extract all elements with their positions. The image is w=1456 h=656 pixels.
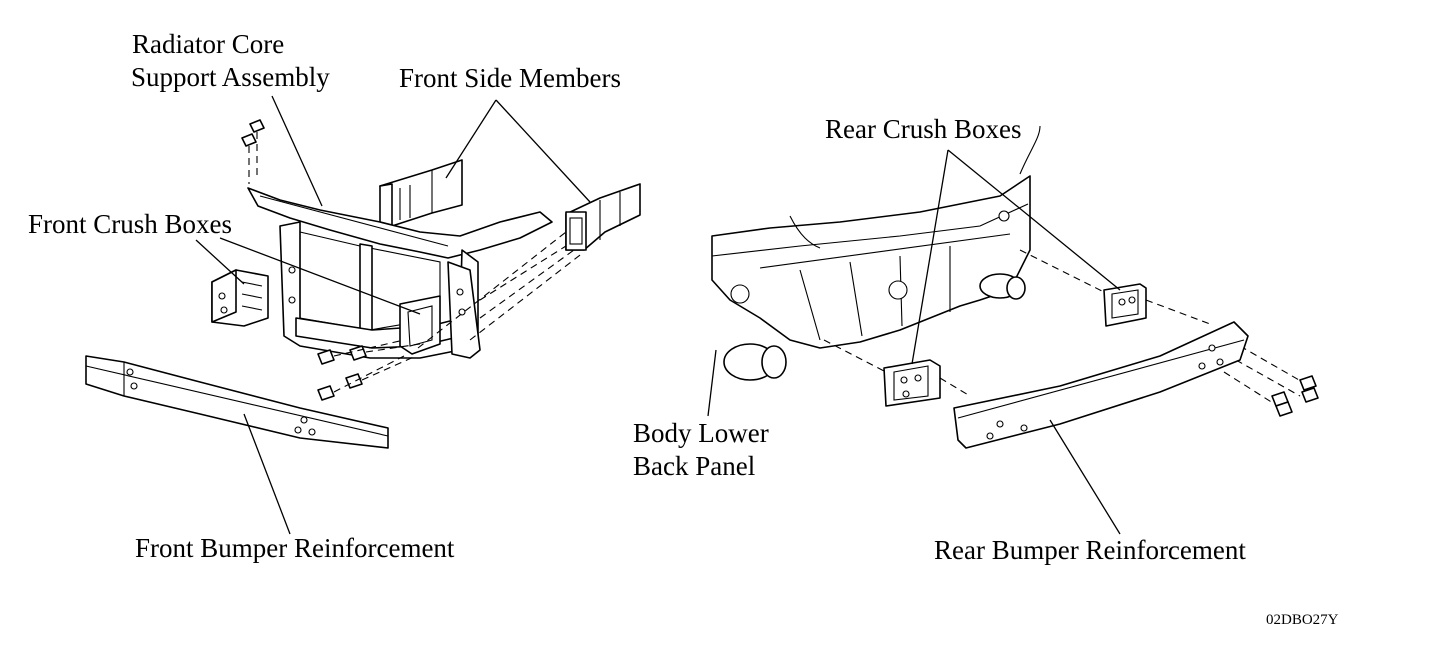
exhaust-tips [723,273,1026,381]
label-front-side-members: Front Side Members [399,63,621,93]
body-lower-back-panel [711,125,1041,349]
front-lower-bolts [317,339,421,401]
front-bumper-reinforcement [85,355,389,449]
rear-bumper-reinforcement [953,321,1249,449]
label-body-lower-line1: Body Lower [633,418,769,448]
front-projection-lines [417,231,585,349]
label-front-crush-boxes: Front Crush Boxes [28,209,233,239]
label-rear-crush-boxes: Rear Crush Boxes [825,114,1022,144]
label-rear-bumper-reinforcement: Rear Bumper Reinforcement [934,535,1246,565]
figure-code: 02DBO27Y [1266,612,1339,628]
front-side-member-left [379,159,463,227]
front-upper-bolts [241,119,265,184]
label-body-lower-line2: Back Panel [633,451,756,481]
rear-crush-box-right [1103,283,1147,327]
rear-projection-lines [823,249,1307,411]
label-radiator-core-line2: Support Assembly [131,62,330,92]
radiator-core-support-assembly [247,187,553,359]
label-radiator-core-line1: Radiator Core [132,29,285,59]
front-side-member-right [565,183,641,251]
label-front-bumper-reinforcement: Front Bumper Reinforcement [135,533,455,563]
front-leader-lines [195,95,591,535]
front-crush-box-left [211,269,269,327]
rear-crush-box-left [883,359,941,407]
rear-leader-lines [707,149,1121,535]
rear-bolts [1271,375,1319,417]
